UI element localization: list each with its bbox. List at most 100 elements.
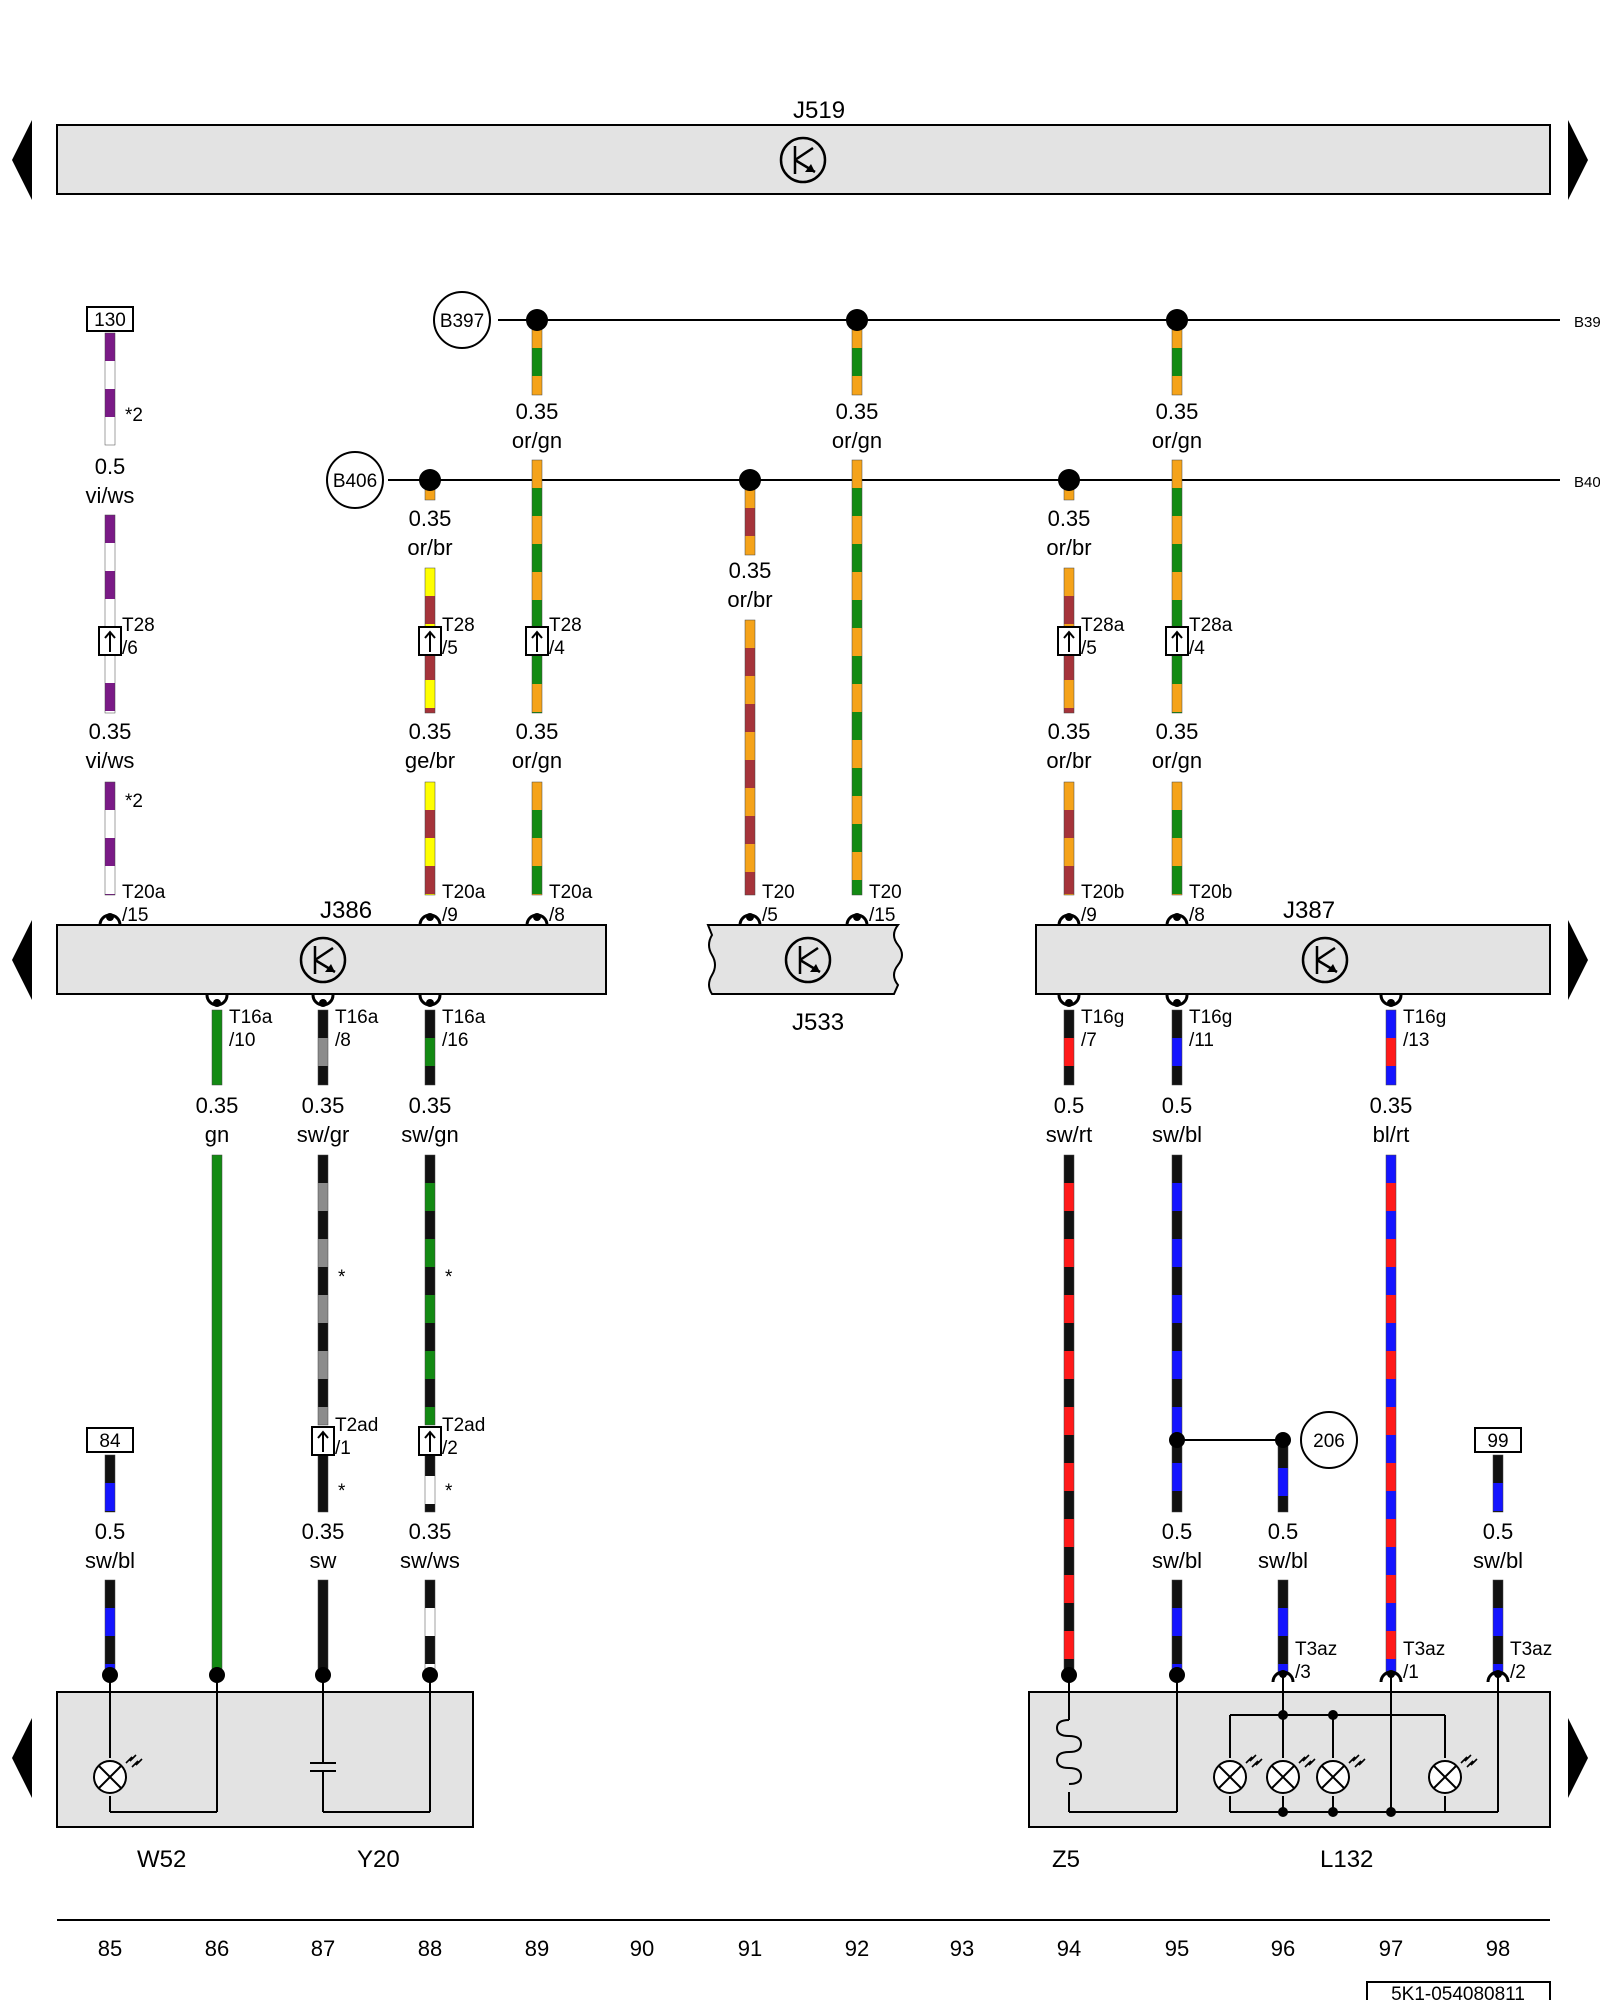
connector: T2ad/1 (311, 1415, 378, 1459)
column-number: 93 (950, 1936, 974, 1961)
wire-size: 0.35 (516, 719, 559, 744)
svg-text:/2: /2 (442, 1438, 458, 1459)
connector: T20/5 (738, 882, 795, 926)
svg-text:/15: /15 (869, 905, 895, 926)
arrow-left-top[interactable] (12, 120, 32, 200)
svg-text:T3az: T3az (1295, 1639, 1337, 1660)
wire-size: 0.35 (409, 1093, 452, 1118)
wire-segment (1385, 1154, 1397, 1676)
svg-text:/4: /4 (549, 638, 565, 659)
wire-segment (744, 479, 756, 556)
svg-text:/9: /9 (1081, 905, 1097, 926)
wire-label: 0.5sw/rt (1046, 1093, 1092, 1147)
arrow-left-bottom[interactable] (12, 1718, 32, 1798)
svg-text:T16g: T16g (1403, 1007, 1446, 1028)
connector: T28/6 (98, 615, 155, 659)
wire-size: 0.35 (1156, 719, 1199, 744)
lamp-icon (1213, 1754, 1263, 1794)
connector: T20b/9 (1057, 882, 1124, 926)
doc-id-box (1366, 1981, 1551, 2000)
wire-color: or/br (407, 535, 452, 560)
junction-dot (1275, 1432, 1291, 1448)
arrow-right-mid[interactable] (1568, 920, 1588, 1000)
wire-size: 0.35 (516, 399, 559, 424)
note-2-mid: *2 (125, 791, 143, 812)
connector: T3az/3 (1271, 1639, 1337, 1683)
connector: T16g/7 (1057, 994, 1124, 1051)
lamp-icon (93, 1754, 143, 1794)
junction-dot (1058, 469, 1080, 491)
connector: T28a/5 (1057, 615, 1125, 659)
wire-label: 0.5vi/ws (86, 454, 135, 508)
svg-text:T20b: T20b (1081, 882, 1124, 903)
note-star-87-bot: * (338, 1481, 346, 1502)
module-label-j533: J533 (792, 1009, 844, 1036)
svg-text:/11: /11 (1189, 1030, 1214, 1051)
wire-color: sw/bl (1258, 1548, 1308, 1573)
connector: T3az/1 (1379, 1639, 1445, 1683)
junction-dot (1169, 1667, 1185, 1683)
arrow-left-mid[interactable] (12, 920, 32, 1000)
column-number: 89 (525, 1936, 549, 1961)
column-number: 92 (845, 1936, 869, 1961)
connector: T16g/11 (1165, 994, 1232, 1051)
svg-text:T28a: T28a (1081, 615, 1125, 636)
wire-segment (1492, 1454, 1504, 1513)
module-j519 (56, 124, 1551, 195)
wire-color: or/br (1046, 535, 1091, 560)
wire-label: 0.5 sw/bl (1473, 1519, 1523, 1573)
lamp-icon (1428, 1754, 1478, 1794)
svg-text:T28: T28 (442, 615, 475, 636)
junction-dot (526, 309, 548, 331)
wire-size: 0.5 (1483, 1519, 1514, 1544)
wire-color: sw/bl (1473, 1548, 1523, 1573)
bus-edge-b397: B39 (1574, 314, 1600, 331)
wire-size: 0.35 (302, 1093, 345, 1118)
junction-dot (1166, 309, 1188, 331)
svg-text:/1: /1 (1403, 1662, 1419, 1683)
wire-size: 0.35 (409, 506, 452, 531)
note-2-top: *2 (125, 405, 143, 426)
wire-size: 0.35 (836, 399, 879, 424)
wire-size: 0.35 (729, 558, 772, 583)
wire-label: 0.5sw/bl (85, 1519, 135, 1573)
svg-text:/8: /8 (335, 1030, 351, 1051)
wire-segment (1063, 1009, 1075, 1086)
wire-segment (1171, 1009, 1183, 1086)
svg-text:/10: /10 (229, 1030, 255, 1051)
junction-dot (1061, 1667, 1077, 1683)
wire-segment (424, 1579, 436, 1676)
wire-color: or/gn (512, 428, 562, 453)
wire-size: 0.5 (95, 454, 126, 479)
control-unit-icon (784, 936, 832, 984)
arrow-right-top[interactable] (1568, 120, 1588, 200)
wire-color: or/gn (1152, 748, 1202, 773)
svg-text:/5: /5 (442, 638, 458, 659)
wire-segment (1385, 1009, 1397, 1086)
wire-size: 0.5 (1054, 1093, 1085, 1118)
wire-segment (104, 1454, 116, 1513)
ref-box-84: 84 (86, 1427, 134, 1453)
wire-size: 0.5 (1162, 1093, 1193, 1118)
connector: T20a/15 (98, 882, 166, 926)
wire-segment (851, 459, 863, 896)
svg-text:T28: T28 (549, 615, 582, 636)
svg-text:/7: /7 (1081, 1030, 1097, 1051)
lamp-icon (1316, 1754, 1366, 1794)
wire-label: 0.35 or/gn (1152, 719, 1202, 773)
svg-text:T16a: T16a (229, 1007, 273, 1028)
arrow-right-bottom[interactable] (1568, 1718, 1588, 1798)
svg-text:T28a: T28a (1189, 615, 1233, 636)
wire-size: 0.35 (409, 1519, 452, 1544)
wire-color: or/gn (832, 428, 882, 453)
svg-text:/5: /5 (762, 905, 778, 926)
wire-segment (104, 514, 116, 714)
junction-dot (739, 469, 761, 491)
svg-text:T2ad: T2ad (335, 1415, 378, 1436)
connector: T16a/8 (311, 994, 379, 1051)
svg-text:130: 130 (94, 310, 126, 331)
column-number: 97 (1379, 1936, 1403, 1961)
